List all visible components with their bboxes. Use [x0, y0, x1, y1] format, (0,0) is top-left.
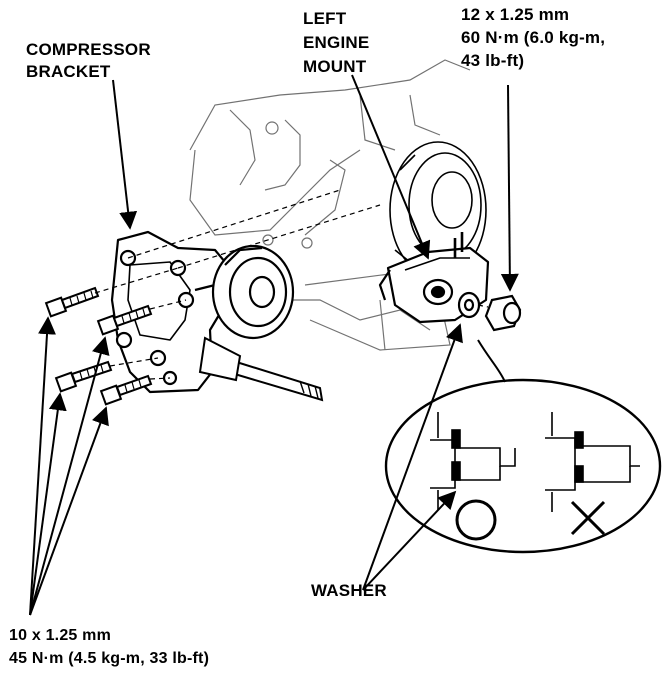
leader-arrows: [29, 74, 519, 616]
bolt-4: [99, 374, 153, 406]
left-engine-mount-label-line1: LEFT: [303, 9, 347, 28]
arrow-bolt-1: [29, 316, 57, 616]
bolt-1: [44, 286, 100, 318]
left-engine-mount-label-line2: ENGINE: [303, 33, 370, 52]
correct-symbol-circle: [455, 499, 497, 541]
bolt-2: [96, 304, 153, 336]
washer-detail-callout: [384, 339, 662, 554]
arrow-bolt-4: [29, 406, 109, 616]
arrow-washer-1: [362, 323, 463, 591]
bolt-spec-label-line2: 45 N·m (4.5 kg-m, 33 lb-ft): [9, 650, 210, 667]
incorrect-installation-view: [545, 412, 640, 512]
idler-pulley: [211, 244, 295, 340]
washer-and-nut: [457, 291, 522, 332]
washer-label: WASHER: [311, 581, 387, 600]
arrow-bolt-2: [29, 336, 110, 616]
nut-spec-label-line3: 43 lb-ft): [461, 51, 525, 70]
arrow-compressor-bracket: [112, 79, 138, 230]
engine-block-sketch: [189, 59, 471, 351]
nut-spec-label-line1: 12 x 1.25 mm: [461, 5, 570, 24]
detail-circle: [384, 378, 662, 554]
arrow-engine-mount: [351, 74, 431, 260]
incorrect-symbol-cross: [570, 500, 606, 536]
left-engine-mount-label-line3: MOUNT: [303, 57, 367, 76]
compressor-bracket-label-line1: COMPRESSOR: [26, 40, 151, 59]
nut-spec-label-line2: 60 N·m (6.0 kg-m,: [461, 28, 606, 47]
bolt-3: [54, 360, 113, 393]
arrow-nut: [500, 84, 519, 292]
correct-installation-view: [430, 412, 516, 510]
bolt-set: [44, 286, 153, 406]
detail-leader-line: [477, 339, 506, 383]
arrow-washer-2: [362, 490, 457, 591]
compressor-bracket-label-line2: BRACKET: [26, 62, 111, 81]
alignment-lines: [94, 189, 489, 380]
arrow-bolt-3: [29, 392, 67, 616]
bolt-spec-label-line1: 10 x 1.25 mm: [9, 627, 112, 644]
adjuster-shaft: [198, 336, 324, 402]
